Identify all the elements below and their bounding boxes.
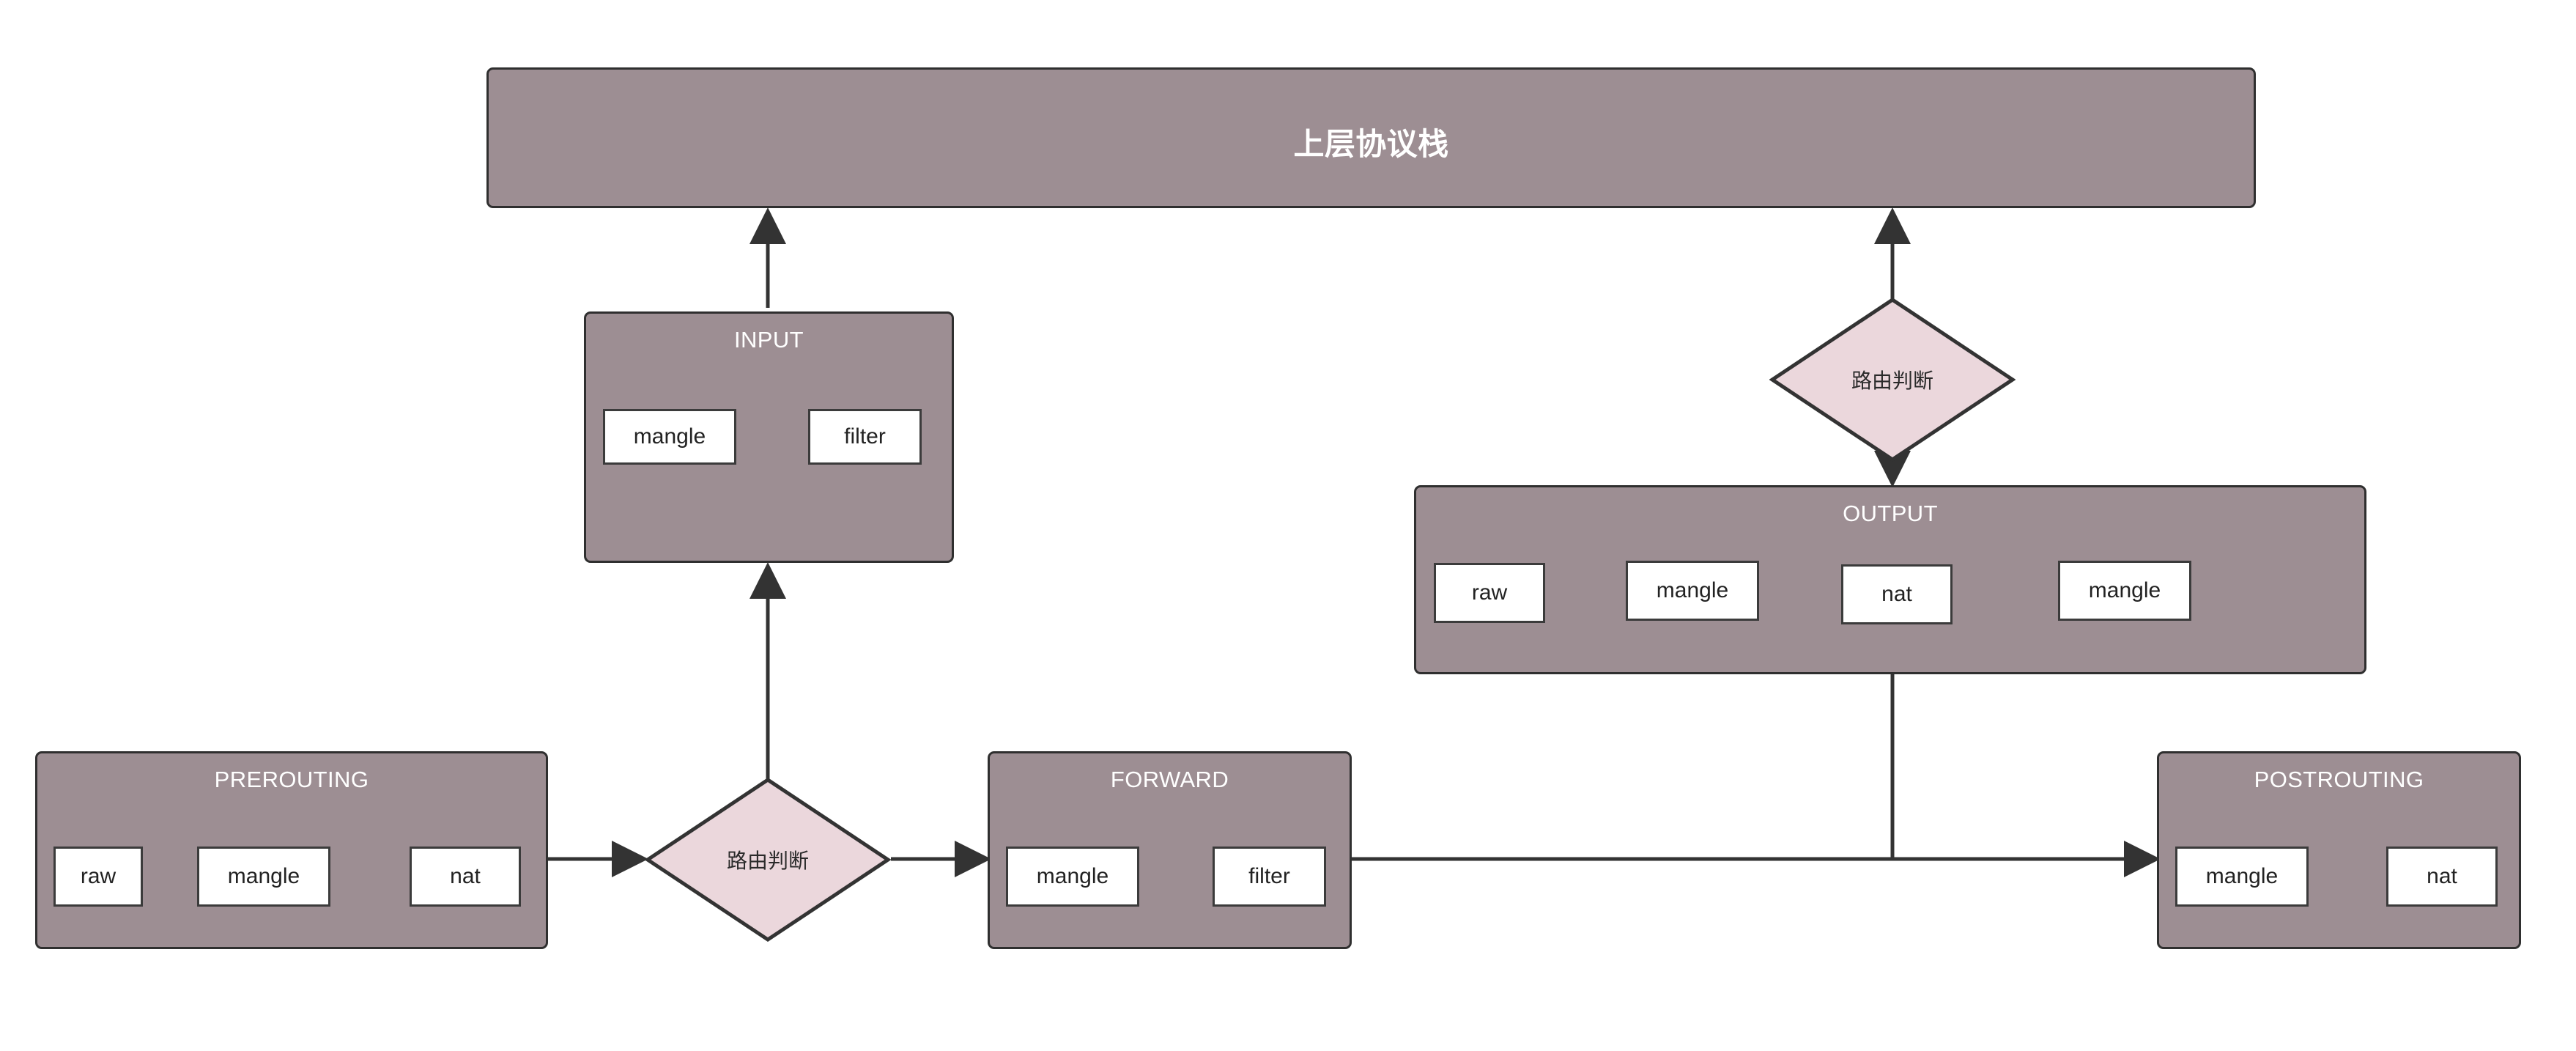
- chain-forward[interactable]: FORWARD mangle filter: [988, 751, 1352, 949]
- chain-postrouting[interactable]: POSTROUTING mangle nat: [2157, 751, 2521, 949]
- table-output-nat[interactable]: nat: [1841, 564, 1953, 624]
- diamond-shape-upper: [1769, 297, 2016, 462]
- table-forward-filter[interactable]: filter: [1213, 847, 1326, 907]
- upper-protocol-stack[interactable]: 上层协议栈: [486, 67, 2256, 208]
- chain-output-label: OUTPUT: [1843, 501, 1938, 526]
- table-prerouting-nat[interactable]: nat: [410, 847, 521, 907]
- upper-protocol-stack-label: 上层协议栈: [1293, 127, 1449, 161]
- table-postrouting-mangle[interactable]: mangle: [2175, 847, 2309, 907]
- chain-prerouting[interactable]: PREROUTING raw mangle nat: [35, 751, 548, 949]
- chain-output[interactable]: OUTPUT raw mangle nat mangle: [1414, 485, 2366, 674]
- table-output-mangle-2[interactable]: mangle: [2058, 561, 2191, 621]
- table-output-raw[interactable]: raw: [1434, 563, 1545, 623]
- chain-input-label: INPUT: [734, 327, 804, 353]
- chain-forward-label: FORWARD: [1110, 767, 1229, 792]
- routing-decision-upper[interactable]: 路由判断: [1769, 297, 2016, 462]
- chain-postrouting-label: POSTROUTING: [2254, 767, 2424, 792]
- table-output-mangle-1[interactable]: mangle: [1626, 561, 1759, 621]
- routing-decision-lower[interactable]: 路由判断: [645, 777, 891, 943]
- chain-input[interactable]: INPUT mangle filter: [584, 311, 954, 563]
- diamond-shape-lower: [645, 777, 891, 943]
- table-prerouting-mangle[interactable]: mangle: [197, 847, 330, 907]
- table-input-filter[interactable]: filter: [808, 409, 922, 465]
- table-forward-mangle[interactable]: mangle: [1006, 847, 1139, 907]
- table-prerouting-raw[interactable]: raw: [53, 847, 143, 907]
- table-input-mangle[interactable]: mangle: [603, 409, 736, 465]
- chain-prerouting-label: PREROUTING: [214, 767, 369, 792]
- table-postrouting-nat[interactable]: nat: [2386, 847, 2498, 907]
